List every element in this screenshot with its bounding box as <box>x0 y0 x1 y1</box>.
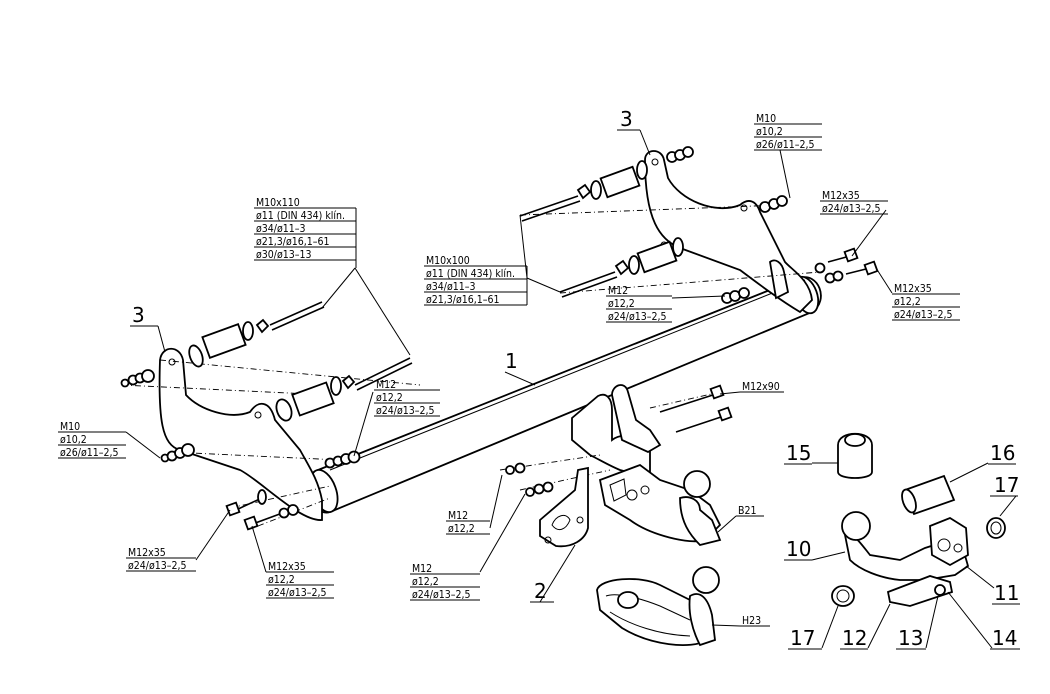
part-number-3-left: 3 <box>132 303 145 327</box>
svg-text:M10: M10 <box>60 421 80 433</box>
svg-text:B21: B21 <box>738 505 757 517</box>
svg-text:ø10,2: ø10,2 <box>756 126 783 138</box>
svg-text:M12x35: M12x35 <box>268 561 306 573</box>
socket-plate <box>539 466 589 548</box>
svg-text:ø24/ø13–2,5: ø24/ø13–2,5 <box>608 311 667 323</box>
part-number-labels: 1 2 3 3 10 11 12 13 14 15 16 17 17 <box>132 107 1020 650</box>
callout-m12-mid-top: M12 ø12,2 ø24/ø13–2,5 <box>606 285 672 323</box>
svg-text:ø12,2: ø12,2 <box>412 576 439 588</box>
part-number-2: 2 <box>534 579 547 603</box>
svg-text:ø24/ø13–2,5: ø24/ø13–2,5 <box>376 405 435 417</box>
svg-text:M12: M12 <box>608 285 628 297</box>
right-side-bracket <box>644 150 813 314</box>
svg-text:M10x110: M10x110 <box>256 197 300 209</box>
svg-text:ø24/ø13–2,5: ø24/ø13–2,5 <box>822 203 881 215</box>
svg-text:M12x35: M12x35 <box>822 190 860 202</box>
center-mount-plate <box>571 384 662 480</box>
svg-text:ø26/ø11–2,5: ø26/ø11–2,5 <box>60 447 119 459</box>
callout-m12x35-right: M12x35 ø12,2 ø24/ø13–2,5 <box>892 283 960 321</box>
svg-text:ø26/ø11–2,5: ø26/ø11–2,5 <box>756 139 815 151</box>
part-number-12: 12 <box>842 626 867 650</box>
part-number-11: 11 <box>994 581 1019 605</box>
svg-text:M12x35: M12x35 <box>128 547 166 559</box>
leader-lines <box>125 129 1017 649</box>
svg-text:ø24/ø13–2,5: ø24/ø13–2,5 <box>128 560 187 572</box>
h23-ball-hitch <box>596 566 720 647</box>
callout-m10x110: M10x110 ø11 (DIN 434) klín. ø34/ø11–3 ø2… <box>254 197 357 268</box>
svg-text:ø21,3/ø16,1–61: ø21,3/ø16,1–61 <box>426 294 500 306</box>
variant-label-b21: B21 <box>736 505 764 517</box>
callout-m10-right: M10 ø10,2 ø26/ø11–2,5 <box>754 113 822 151</box>
svg-text:ø12,2: ø12,2 <box>894 296 921 308</box>
svg-text:M10x100: M10x100 <box>426 255 470 267</box>
svg-text:M10: M10 <box>756 113 776 125</box>
svg-text:ø12,2: ø12,2 <box>376 392 403 404</box>
svg-text:M12x35: M12x35 <box>894 283 932 295</box>
callout-m12x35-bottom-left: M12x35 ø24/ø13–2,5 <box>126 547 196 572</box>
left-bolt-assemblies <box>120 301 413 531</box>
svg-text:ø12,2: ø12,2 <box>448 523 475 535</box>
right-bolt-assemblies <box>505 146 879 497</box>
svg-text:ø12,2: ø12,2 <box>608 298 635 310</box>
part-number-1: 1 <box>505 349 518 373</box>
svg-text:ø21,3/ø16,1–61: ø21,3/ø16,1–61 <box>256 236 330 248</box>
callout-m12-bottom: M12 ø12,2 ø24/ø13–2,5 <box>410 563 480 601</box>
callout-m12-small: M12 ø12,2 <box>446 510 490 535</box>
b21-ball-hitch <box>598 463 722 546</box>
svg-text:ø24/ø13–2,5: ø24/ø13–2,5 <box>412 589 471 601</box>
svg-text:ø34/ø11–3: ø34/ø11–3 <box>256 223 306 235</box>
callout-m10-left: M10 ø10,2 ø26/ø11–2,5 <box>58 421 126 459</box>
svg-text:ø12,2: ø12,2 <box>268 574 295 586</box>
svg-text:M12: M12 <box>412 563 432 575</box>
svg-text:ø11 (DIN 434) klín.: ø11 (DIN 434) klín. <box>256 210 345 222</box>
part-number-17-bottom: 17 <box>790 626 815 650</box>
variant-label-h23: H23 <box>740 615 770 627</box>
left-side-bracket <box>158 347 323 521</box>
svg-text:ø11 (DIN 434) klín.: ø11 (DIN 434) klín. <box>426 268 515 280</box>
svg-text:M12x90: M12x90 <box>742 381 780 393</box>
part-number-14: 14 <box>992 626 1017 650</box>
callout-m10x100: M10x100 ø11 (DIN 434) klín. ø34/ø11–3 ø2… <box>424 255 528 306</box>
svg-text:ø10,2: ø10,2 <box>60 434 87 446</box>
svg-text:ø24/ø13–2,5: ø24/ø13–2,5 <box>268 587 327 599</box>
part-number-17-top: 17 <box>994 473 1019 497</box>
svg-text:ø30/ø13–13: ø30/ø13–13 <box>256 249 312 261</box>
svg-text:H23: H23 <box>742 615 761 627</box>
callout-m12x35-top: M12x35 ø24/ø13–2,5 <box>820 190 888 215</box>
callout-m12x35-bottom-left-2: M12x35 ø12,2 ø24/ø13–2,5 <box>266 561 334 599</box>
part-number-13: 13 <box>898 626 923 650</box>
callout-m12x90: M12x90 <box>740 381 784 393</box>
svg-text:M12: M12 <box>448 510 468 522</box>
part-number-3-right: 3 <box>620 107 633 131</box>
part-number-16: 16 <box>990 441 1015 465</box>
callout-m12-left-mid: M12 ø12,2 ø24/ø13–2,5 <box>374 379 440 417</box>
svg-text:M12: M12 <box>376 379 396 391</box>
part-number-10: 10 <box>786 537 811 561</box>
detachable-set <box>831 432 1006 607</box>
part-number-15: 15 <box>786 441 811 465</box>
svg-text:ø24/ø13–2,5: ø24/ø13–2,5 <box>894 309 953 321</box>
svg-text:ø34/ø11–3: ø34/ø11–3 <box>426 281 476 293</box>
